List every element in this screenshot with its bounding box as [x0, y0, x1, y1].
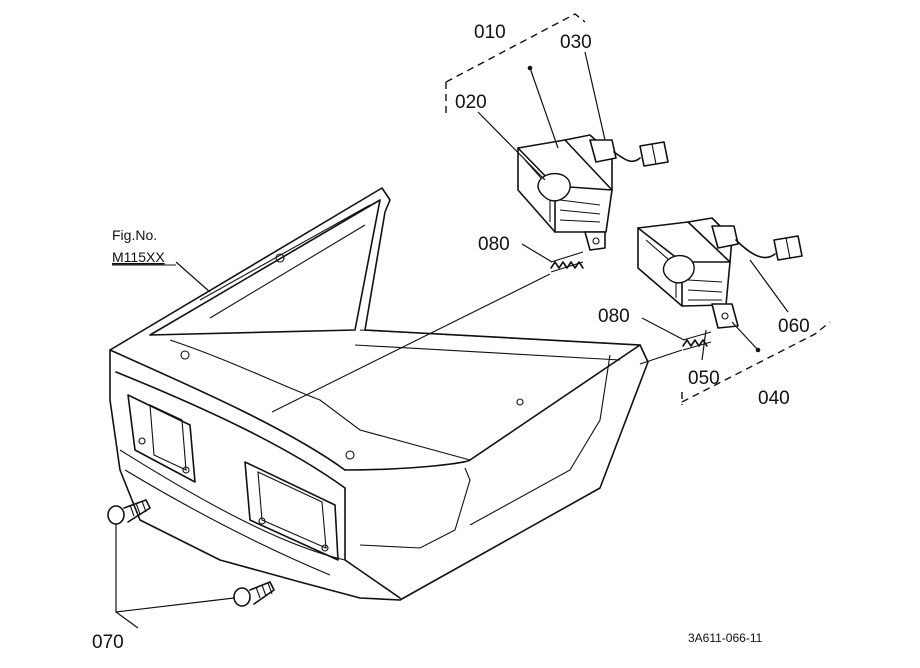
label-020: 020 — [455, 92, 487, 113]
leader-lines — [115, 51, 789, 629]
label-030: 030 — [560, 32, 592, 53]
label-080-upper: 080 — [478, 234, 510, 255]
fig-no-label: Fig.No. — [112, 227, 157, 243]
group-box-040 — [681, 321, 831, 403]
label-010: 010 — [474, 22, 506, 43]
reference-code: 3A611-066-11 — [688, 631, 763, 645]
label-070: 070 — [92, 632, 124, 653]
front-bumper — [109, 187, 649, 601]
label-080-lower: 080 — [598, 306, 630, 327]
group-box-010 — [445, 13, 586, 83]
label-060: 060 — [778, 316, 810, 337]
bolt-lower — [233, 581, 275, 607]
spring-upper — [550, 251, 584, 273]
spring-lower — [682, 331, 712, 351]
lower-lamp-assembly — [637, 217, 803, 329]
label-050: 050 — [688, 368, 720, 389]
upper-lamp-assembly — [517, 134, 669, 251]
label-040: 040 — [758, 388, 790, 409]
bolt-upper — [107, 499, 151, 525]
fig-no-value: M115XX — [112, 249, 165, 265]
